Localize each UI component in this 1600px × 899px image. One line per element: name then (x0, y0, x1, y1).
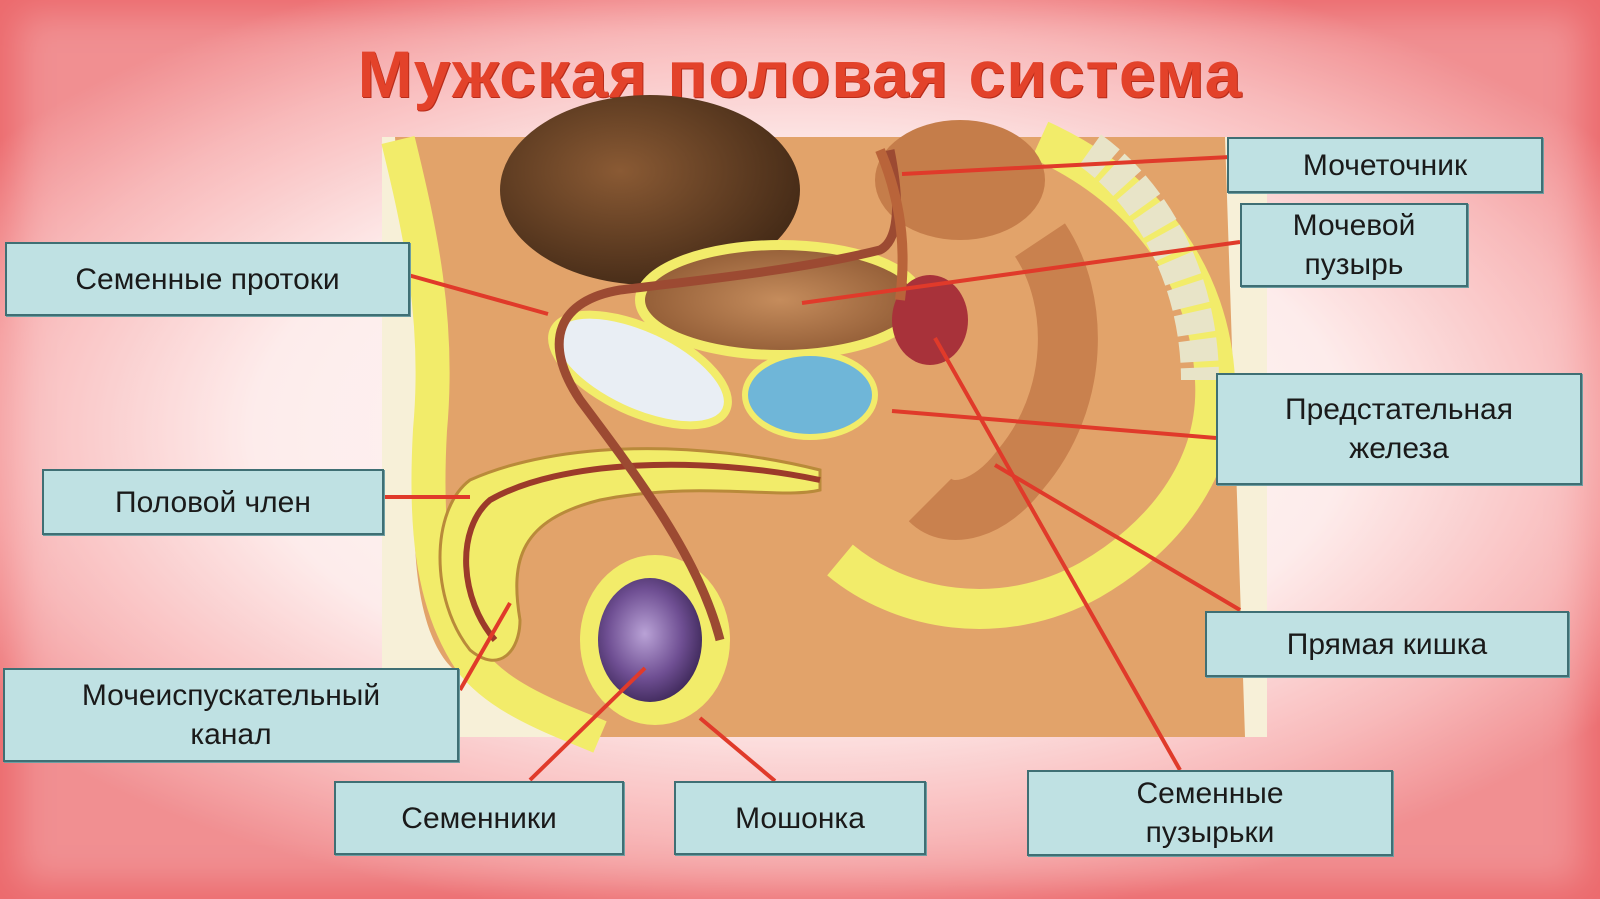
pointer-testes (528, 666, 647, 782)
pointer-urethra (458, 602, 512, 691)
label-testes-text: Семенники (401, 801, 557, 835)
pointer-scrotum (698, 716, 777, 783)
label-urethra-text: Мочеиспускательный канал (81, 679, 381, 751)
ureter-shape (875, 148, 908, 301)
slide-title: Мужская половая система (357, 37, 1243, 111)
label-vas-deferens-text: Семенные протоки (75, 262, 340, 296)
urethra-channel (463, 461, 821, 642)
pointer-prostate (891, 409, 1217, 440)
body-outline (381, 135, 607, 753)
label-ureter-text: Мочеточник (1302, 148, 1468, 182)
pubic-bone (548, 310, 732, 430)
penis-shape (438, 447, 822, 662)
label-vas-deferens: Семенные протоки (5, 242, 410, 316)
pointer-bladder (801, 240, 1241, 305)
intestine (500, 95, 800, 285)
label-rectum-text: Прямая кишка (1286, 627, 1488, 661)
label-bladder: Мочевой пузырь (1240, 203, 1468, 287)
label-penis-text: Половой член (115, 485, 311, 519)
label-scrotum: Мошонка (674, 781, 926, 855)
bladder-shape (635, 240, 925, 360)
label-prostate-text: Предстательная железа (1285, 393, 1513, 465)
pointer-seminal-vesicles (933, 337, 1182, 771)
label-penis: Половой член (42, 469, 384, 535)
label-seminal-vesicles-text: Семенные пузырьки (1136, 777, 1284, 849)
pointer-ureter (901, 155, 1231, 176)
prostate-shape (742, 350, 878, 440)
label-rectum: Прямая кишка (1205, 611, 1569, 677)
label-testes: Семенники (334, 781, 624, 855)
seminal-vesicle-shape (892, 275, 968, 365)
label-urethra: Мочеиспускательный канал (3, 668, 459, 762)
intestine-right (875, 120, 1045, 240)
label-bladder-text: Мочевой пузырь (1292, 209, 1416, 281)
label-prostate: Предстательная железа (1216, 373, 1582, 485)
label-scrotum-text: Мошонка (735, 801, 865, 835)
label-ureter: Мочеточник (1227, 137, 1543, 193)
testis-shape (598, 578, 702, 702)
rectum-shape (908, 223, 1098, 540)
pelvic-wall (827, 121, 1236, 629)
pointer-rectum (993, 463, 1242, 612)
pointer-vas-deferens (407, 273, 549, 316)
label-seminal-vesicles: Семенные пузырьки (1027, 770, 1393, 856)
vas-deferens-shape (554, 149, 901, 642)
